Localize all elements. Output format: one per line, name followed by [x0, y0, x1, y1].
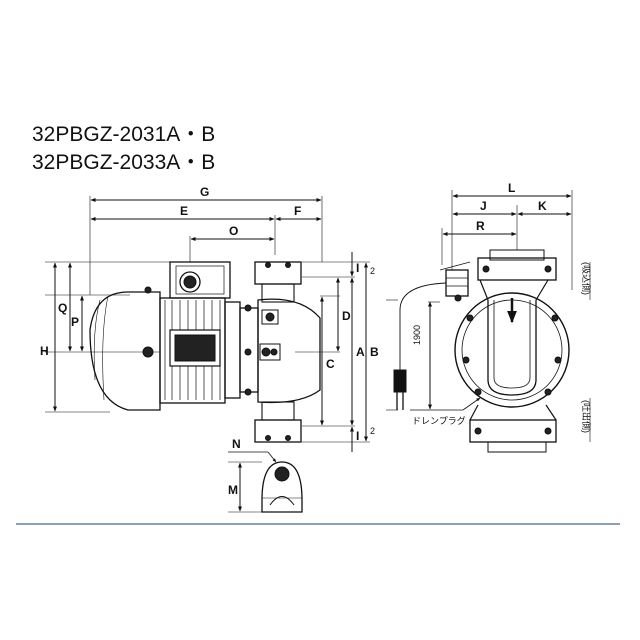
- dim-G: G: [200, 185, 209, 199]
- dimension-labels: G E F O H Q P C D A B I I 2 2 N M L J K …: [40, 181, 592, 497]
- model-title-1: 32PBGZ-2031A・B: [32, 123, 216, 146]
- dim-H: H: [40, 344, 49, 358]
- dim-A: A: [356, 345, 365, 359]
- dim-2-bottom: 2: [370, 426, 375, 436]
- side-view: [386, 190, 591, 453]
- dim-K: K: [538, 199, 547, 213]
- dim-I-bottom: I: [356, 429, 359, 443]
- dim-I-top: I: [356, 261, 359, 275]
- drain-plug-label: ドレンプラグ: [412, 415, 466, 426]
- dim-P: P: [71, 315, 79, 329]
- suction-side-label: (吸込側): [581, 262, 592, 295]
- dim-D: D: [342, 309, 351, 323]
- dim-L: L: [508, 181, 515, 195]
- dim-O: O: [229, 224, 238, 238]
- dim-N: N: [232, 437, 241, 451]
- dim-C: C: [326, 357, 335, 371]
- dim-R: R: [476, 219, 485, 233]
- cord-length: 1900: [412, 325, 422, 345]
- dim-Q: Q: [58, 301, 67, 315]
- dim-J: J: [480, 199, 487, 213]
- dim-2-top: 2: [370, 266, 375, 276]
- dim-B: B: [370, 345, 379, 359]
- model-title-2: 32PBGZ-2033A・B: [32, 151, 216, 174]
- dim-M: M: [228, 483, 238, 497]
- front-view: [45, 196, 370, 513]
- dim-E: E: [180, 204, 188, 218]
- discharge-side-label: (吐出側): [581, 400, 592, 433]
- dim-F: F: [294, 204, 301, 218]
